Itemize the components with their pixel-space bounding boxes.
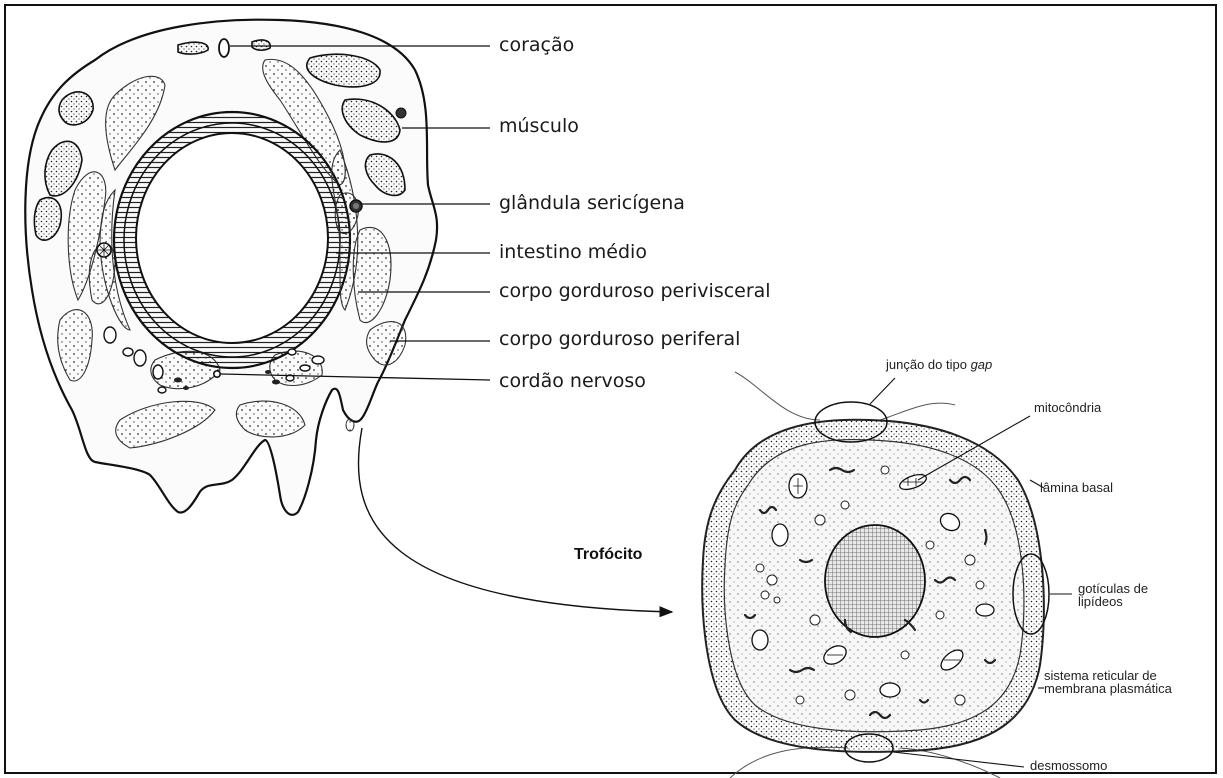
label-periferal: corpo gorduroso periferal: [499, 330, 740, 349]
label-trofocito: Trofócito: [574, 547, 642, 563]
connector-arrow: [358, 428, 672, 612]
nucleus: [825, 525, 925, 637]
label-intestino: intestino médio: [499, 243, 647, 262]
heart: [219, 39, 229, 57]
label-desmossomo: desmossomo: [1030, 759, 1107, 772]
body-cross-section: [25, 20, 437, 515]
label-perivisceral: corpo gorduroso perivisceral: [499, 282, 771, 301]
label-glandula: glândula sericígena: [499, 194, 685, 213]
label-coracao: coração: [499, 36, 574, 55]
label-juncao: junção do tipo gap: [886, 358, 992, 371]
label-mitocondria: mitocôndria: [1034, 401, 1101, 414]
label-musculo: músculo: [499, 117, 579, 136]
trophocyte-cell: [702, 372, 1049, 778]
label-cordao: cordão nervoso: [499, 372, 646, 391]
label-lamina: lâmina basal: [1040, 481, 1113, 494]
nerve-cord: [214, 371, 220, 377]
